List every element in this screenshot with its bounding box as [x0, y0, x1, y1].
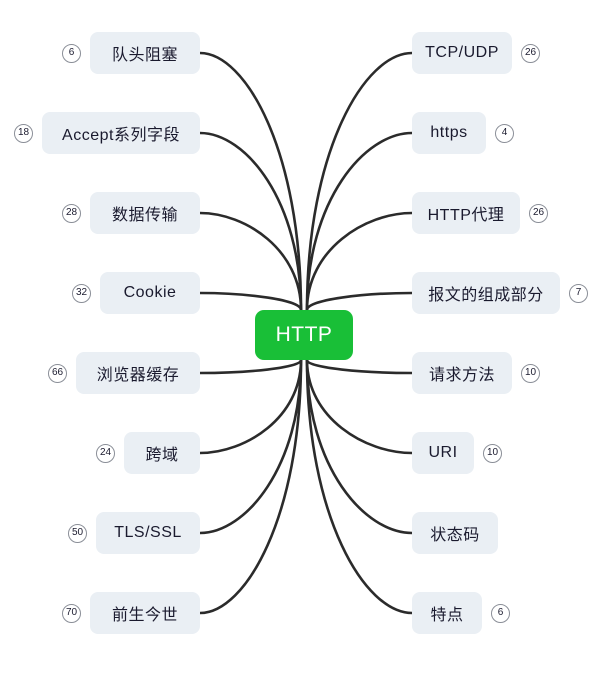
branch-edge — [198, 358, 303, 615]
branch-node-浏览器缓存[interactable]: 66 浏览器缓存 — [48, 352, 200, 394]
branch-count-badge: 32 — [72, 283, 91, 303]
branch-node-label: URI — [428, 444, 458, 461]
branch-node-box[interactable]: 浏览器缓存 — [76, 352, 200, 394]
branch-count-badge: 26 — [529, 203, 548, 223]
branch-node-cookie[interactable]: 32 Cookie — [72, 272, 200, 314]
branch-node-box[interactable]: Accept系列字段 — [42, 112, 200, 154]
branch-edge — [198, 211, 303, 312]
branch-edge — [305, 51, 414, 312]
branch-node-https[interactable]: https 4 — [412, 112, 514, 154]
branch-node-报文的组成部分[interactable]: 报文的组成部分 7 — [412, 272, 588, 314]
branch-node-box[interactable]: 前生今世 — [90, 592, 200, 634]
branch-node-label: Cookie — [123, 284, 177, 301]
branch-edge — [305, 131, 414, 312]
branch-edge — [198, 131, 303, 312]
branch-node-uri[interactable]: URI 10 — [412, 432, 502, 474]
branch-node-box[interactable]: TLS/SSL — [96, 512, 200, 554]
branch-node-box[interactable]: Cookie — [100, 272, 200, 314]
branch-node-box[interactable]: https — [412, 112, 486, 154]
branch-node-box[interactable]: HTTP代理 — [412, 192, 520, 234]
branch-node-label: TLS/SSL — [114, 524, 182, 541]
branch-count-badge: 4 — [495, 123, 514, 143]
branch-count-badge: 10 — [483, 443, 502, 463]
branch-edge — [198, 358, 303, 535]
branch-node-状态码[interactable]: 状态码 — [412, 512, 498, 554]
branch-node-label: https — [430, 124, 468, 141]
branch-node-box[interactable]: URI — [412, 432, 474, 474]
branch-node-label: 浏览器缓存 — [96, 367, 180, 384]
branch-node-box[interactable]: 报文的组成部分 — [412, 272, 560, 314]
branch-node-box[interactable]: TCP/UDP — [412, 32, 512, 74]
branch-edge — [305, 358, 414, 455]
branch-edge — [305, 358, 414, 375]
branch-node-label: TCP/UDP — [425, 44, 499, 61]
branch-node-accept系列字段[interactable]: 18 Accept系列字段 — [14, 112, 200, 154]
branch-node-tls-ssl[interactable]: 50 TLS/SSL — [68, 512, 200, 554]
branch-edge — [198, 51, 303, 312]
branch-node-label: 状态码 — [430, 527, 480, 544]
branch-edge — [305, 358, 414, 535]
branch-edge — [198, 358, 303, 455]
branch-node-label: 请求方法 — [429, 367, 496, 384]
branch-edge — [198, 291, 303, 312]
branch-node-跨域[interactable]: 24 跨域 — [96, 432, 200, 474]
branch-node-label: 跨域 — [145, 447, 179, 464]
branch-count-badge: 7 — [569, 283, 588, 303]
branch-count-badge: 6 — [62, 43, 81, 63]
branch-count-badge: 6 — [491, 603, 510, 623]
branch-edge — [305, 358, 414, 615]
branch-count-badge: 66 — [48, 363, 67, 383]
branch-node-label: Accept系列字段 — [62, 127, 180, 144]
branch-edge — [305, 291, 414, 312]
branch-count-badge: 18 — [14, 123, 33, 143]
branch-edge — [198, 358, 303, 375]
branch-node-数据传输[interactable]: 28 数据传输 — [62, 192, 200, 234]
branch-edge — [305, 211, 414, 312]
branch-count-badge: 24 — [96, 443, 115, 463]
branch-node-前生今世[interactable]: 70 前生今世 — [62, 592, 200, 634]
branch-node-特点[interactable]: 特点 6 — [412, 592, 510, 634]
branch-count-badge: 28 — [62, 203, 81, 223]
branch-node-box[interactable]: 队头阻塞 — [90, 32, 200, 74]
branch-node-label: 数据传输 — [111, 207, 178, 224]
branch-node-请求方法[interactable]: 请求方法 10 — [412, 352, 540, 394]
branch-node-box[interactable]: 跨域 — [124, 432, 200, 474]
branch-node-tcp-udp[interactable]: TCP/UDP 26 — [412, 32, 540, 74]
branch-count-badge: 70 — [62, 603, 81, 623]
branch-node-队头阻塞[interactable]: 6 队头阻塞 — [62, 32, 200, 74]
branch-node-box[interactable]: 特点 — [412, 592, 482, 634]
branch-node-label: 报文的组成部分 — [428, 287, 544, 304]
central-topic-node[interactable]: HTTP — [255, 310, 353, 360]
central-topic-label: HTTP — [275, 323, 333, 346]
branch-count-badge: 50 — [68, 523, 87, 543]
branch-node-box[interactable]: 数据传输 — [90, 192, 200, 234]
branch-node-label: 队头阻塞 — [111, 47, 178, 64]
branch-node-box[interactable]: 状态码 — [412, 512, 498, 554]
branch-node-label: 特点 — [430, 607, 464, 624]
branch-node-box[interactable]: 请求方法 — [412, 352, 512, 394]
branch-count-badge: 10 — [521, 363, 540, 383]
branch-node-label: HTTP代理 — [427, 207, 505, 224]
branch-node-http代理[interactable]: HTTP代理 26 — [412, 192, 548, 234]
branch-count-badge: 26 — [521, 43, 540, 63]
branch-node-label: 前生今世 — [111, 607, 178, 624]
